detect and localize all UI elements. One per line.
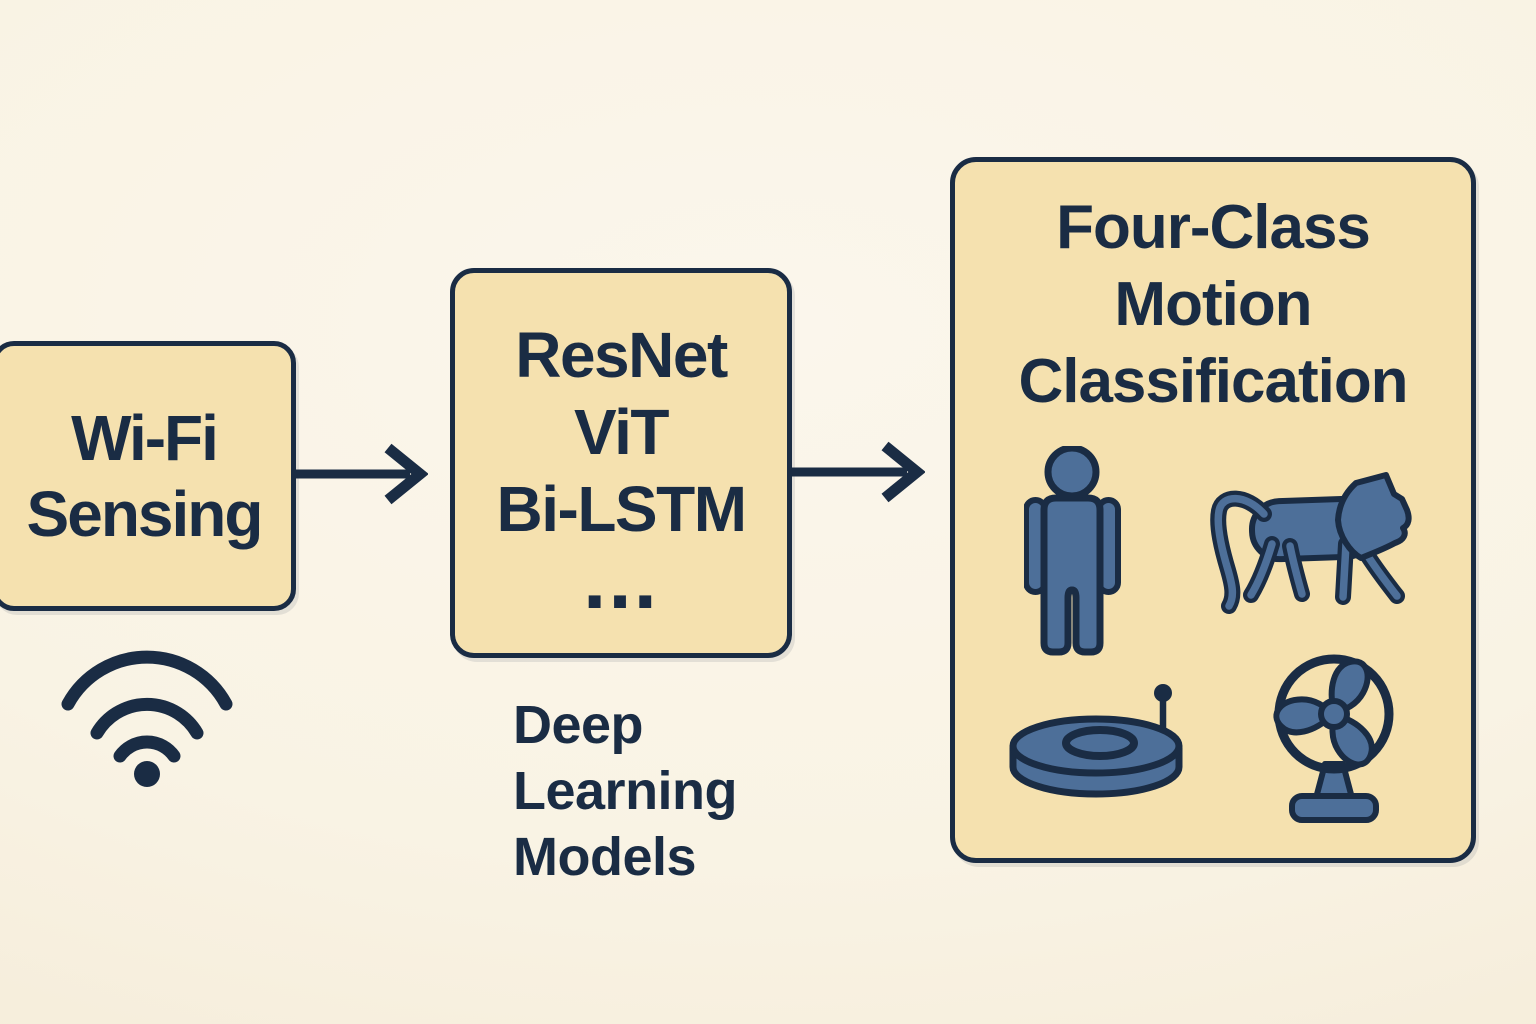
wifi-sensing-line2: Sensing	[26, 478, 264, 550]
cat-icon	[1210, 472, 1412, 614]
person-icon	[1024, 446, 1121, 656]
fan-icon	[1273, 654, 1394, 823]
robot-vacuum-icon	[1009, 684, 1183, 798]
arrow-right-icon	[790, 441, 925, 503]
wifi-sensing-line1: Wi-Fi	[71, 402, 219, 474]
caption-line1: Deep	[513, 695, 644, 755]
models-label: ResNet ViT Bi-LSTM ...	[496, 317, 748, 626]
node-wifi-sensing: Wi-Fi Sensing	[0, 341, 296, 611]
classification-title: Four-Class Motion Classification	[1018, 189, 1408, 420]
caption-line3: Models	[513, 827, 697, 887]
wifi-icon	[61, 650, 233, 787]
deep-learning-models-caption: Deep Learning Models	[513, 692, 738, 890]
classification-title-line1: Four-Class	[1056, 193, 1371, 262]
wifi-sensing-label: Wi-Fi Sensing	[26, 400, 264, 552]
models-line-bilstm: Bi-LSTM	[496, 472, 748, 545]
classification-title-line3: Classification	[1018, 347, 1408, 416]
models-line-ellipsis: ...	[582, 531, 659, 626]
arrow-right-icon	[293, 443, 428, 505]
caption-line2: Learning	[513, 761, 738, 821]
models-line-vit: ViT	[574, 395, 669, 468]
models-line-resnet: ResNet	[515, 318, 728, 391]
node-deep-learning-models: ResNet ViT Bi-LSTM ...	[450, 268, 792, 658]
classification-title-line2: Motion	[1114, 270, 1312, 339]
